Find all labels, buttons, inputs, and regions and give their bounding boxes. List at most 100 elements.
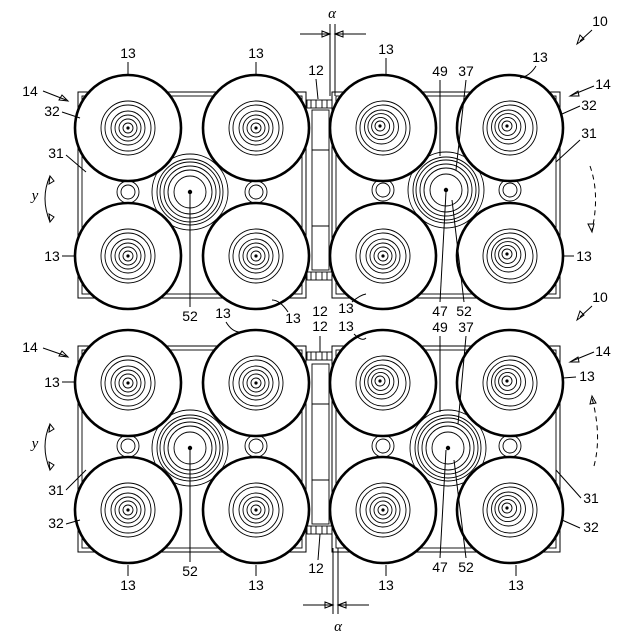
disk bbox=[457, 330, 563, 436]
disk bbox=[203, 75, 309, 181]
module-top-right bbox=[330, 75, 563, 309]
leader-line bbox=[440, 192, 446, 302]
dashed-arc bbox=[590, 166, 596, 230]
label-31: 31 bbox=[581, 125, 597, 141]
label-12: 12 bbox=[308, 62, 324, 78]
arrowhead bbox=[570, 357, 579, 362]
leader-line bbox=[572, 86, 594, 95]
disk bbox=[75, 203, 181, 309]
disk-center-dot bbox=[254, 508, 257, 511]
leader-line bbox=[562, 520, 580, 528]
label-32: 32 bbox=[583, 519, 599, 535]
disk-outer bbox=[457, 330, 563, 436]
label-52: 52 bbox=[458, 559, 474, 575]
label-y: y bbox=[30, 436, 39, 452]
disk bbox=[203, 457, 309, 563]
small-ring-inner bbox=[249, 439, 263, 453]
label-32: 32 bbox=[44, 103, 60, 119]
disk-center-dot bbox=[254, 381, 257, 384]
disk bbox=[457, 203, 563, 309]
disk-outer bbox=[457, 75, 563, 181]
module-bottom-left bbox=[75, 330, 309, 563]
disk bbox=[330, 203, 436, 309]
disk-center-dot bbox=[126, 126, 129, 129]
arrowhead bbox=[49, 214, 54, 222]
small-ring-inner bbox=[121, 185, 135, 199]
label-49: 49 bbox=[432, 319, 448, 335]
arrowhead bbox=[59, 95, 68, 101]
small-ring bbox=[499, 179, 521, 201]
label-37: 37 bbox=[458, 63, 474, 79]
leader-line bbox=[440, 450, 446, 558]
alpha-label-top: α bbox=[328, 6, 337, 22]
label-49: 49 bbox=[432, 63, 448, 79]
label-32: 32 bbox=[48, 515, 64, 531]
label-31: 31 bbox=[48, 482, 64, 498]
hub-center-dot bbox=[446, 446, 450, 450]
small-ring-outer bbox=[117, 435, 139, 457]
disk bbox=[457, 457, 563, 563]
small-ring-outer bbox=[499, 179, 521, 201]
disk-center-dot bbox=[505, 506, 508, 509]
label-13: 13 bbox=[338, 318, 354, 334]
small-ring-outer bbox=[372, 435, 394, 457]
disk bbox=[330, 75, 436, 181]
leader-line bbox=[580, 30, 592, 41]
disk bbox=[75, 330, 181, 436]
disk-center-dot bbox=[378, 379, 381, 382]
label-14: 14 bbox=[595, 76, 611, 92]
label-37: 37 bbox=[458, 319, 474, 335]
small-ring-outer bbox=[245, 435, 267, 457]
label-31: 31 bbox=[48, 145, 64, 161]
small-ring-outer bbox=[117, 181, 139, 203]
label-13: 13 bbox=[508, 577, 524, 593]
arrowhead bbox=[49, 424, 54, 432]
label-52: 52 bbox=[182, 308, 198, 324]
leader-line bbox=[562, 106, 580, 114]
disk-center-dot bbox=[381, 254, 384, 257]
disk bbox=[457, 75, 563, 181]
leader-line bbox=[580, 306, 592, 317]
small-ring-inner bbox=[503, 183, 517, 197]
label-10: 10 bbox=[592, 289, 608, 305]
small-ring-inner bbox=[249, 185, 263, 199]
disk-center-dot bbox=[378, 124, 381, 127]
label-47: 47 bbox=[432, 303, 448, 319]
label-13: 13 bbox=[215, 305, 231, 321]
arrowhead bbox=[588, 224, 594, 232]
alpha-label-bottom: α bbox=[334, 619, 343, 635]
small-ring-outer bbox=[245, 181, 267, 203]
disk-center-dot bbox=[126, 508, 129, 511]
arrowhead bbox=[577, 311, 584, 320]
label-13: 13 bbox=[248, 45, 264, 61]
label-13: 13 bbox=[576, 248, 592, 264]
small-ring-inner bbox=[121, 439, 135, 453]
arrowhead bbox=[49, 176, 54, 184]
small-ring-outer bbox=[499, 435, 521, 457]
hub-center-dot bbox=[188, 446, 192, 450]
label-13: 13 bbox=[285, 310, 301, 326]
disk-center-dot bbox=[254, 126, 257, 129]
dashed-arc bbox=[592, 398, 598, 466]
label-13: 13 bbox=[120, 577, 136, 593]
label-13: 13 bbox=[120, 45, 136, 61]
label-12: 12 bbox=[308, 560, 324, 576]
disk bbox=[203, 330, 309, 436]
arrowhead bbox=[59, 351, 68, 357]
disk bbox=[330, 457, 436, 563]
label-13: 13 bbox=[338, 300, 354, 316]
gap-bar bbox=[312, 110, 329, 270]
disk-center-dot bbox=[505, 124, 508, 127]
disk-outer bbox=[330, 75, 436, 181]
small-ring-inner bbox=[376, 439, 390, 453]
label-14: 14 bbox=[595, 343, 611, 359]
module-top-left bbox=[75, 75, 309, 309]
leader-line bbox=[318, 534, 320, 560]
label-31: 31 bbox=[583, 490, 599, 506]
label-52: 52 bbox=[456, 303, 472, 319]
label-13: 13 bbox=[579, 368, 595, 384]
module-bottom-right bbox=[330, 330, 563, 563]
label-10: 10 bbox=[592, 13, 608, 29]
disk-outer bbox=[457, 203, 563, 309]
